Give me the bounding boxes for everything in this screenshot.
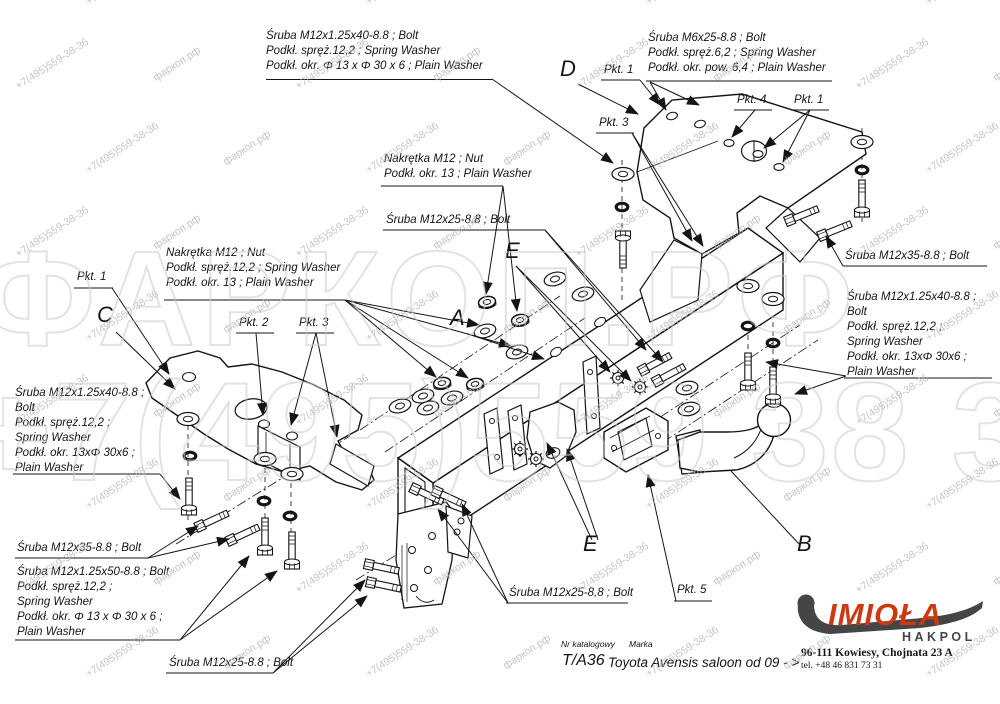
label-underlines <box>13 79 992 674</box>
logo-name: IMIOŁA <box>828 597 943 632</box>
fasteners <box>176 134 874 595</box>
part-letter-a: A <box>450 305 465 330</box>
callout-bolt-m12x40-left-block: Śruba M12x1.25x40-8.8 ;Bolt Podkł. spręż… <box>15 387 145 474</box>
ball-mount-block <box>603 407 669 473</box>
part-letter-d: D <box>560 56 576 81</box>
pkt1-marker-top: Pkt. 1 <box>604 64 634 76</box>
pkt2-marker: Pkt. 2 <box>239 317 269 329</box>
catalog-number-label: Nr katalogowy <box>561 639 615 649</box>
pkt3-marker-left: Pkt. 3 <box>299 317 329 329</box>
bracket-d <box>636 93 867 323</box>
hanger-brackets <box>483 355 601 475</box>
callout-bolt-m12x40-right-block: Śruba M12x1.25x40-8.8 ;Bolt Podkł. spręż… <box>847 291 977 378</box>
pkt4-marker: Pkt. 4 <box>737 94 767 106</box>
callout-bolt-m12x25-bottom: Śruba M12x25-8.8 ; Bolt <box>169 657 294 669</box>
part-letter-e-top: E <box>505 238 520 263</box>
callout-bolt-m12x25-mid: Śruba M12x25-8,8 ; Bolt <box>509 587 634 599</box>
pkt3-marker-top: Pkt. 3 <box>599 117 629 129</box>
part-letter-e-bottom: E <box>583 531 598 556</box>
logo-sub: HAKPOL <box>902 630 976 644</box>
pkt1-marker-left: Pkt. 1 <box>77 271 107 283</box>
catalog-number-value: T/A36 <box>562 652 605 669</box>
part-letter-c: C <box>97 302 113 327</box>
leader-lines <box>111 78 847 674</box>
callout-bolt-m12x35-right: Śruba M12x35-8.8 ; Bolt <box>845 250 970 262</box>
manufacturer-address: 96-111 Kowiesy, Chojnata 23 A <box>801 647 953 659</box>
manufacturer-logo: IMIOŁA HAKPOL <box>797 594 983 644</box>
vehicle-model-value: Toyota Avensis saloon od 09 - > <box>608 655 800 670</box>
brand-label: Marka <box>629 639 653 649</box>
pkt1-marker-right: Pkt. 1 <box>794 94 824 106</box>
manufacturer-phone: tel. +48 46 831 73 31 <box>801 661 883 671</box>
callout-bolt-m12x35-left: Śruba M12x35-8.8 ; Bolt <box>17 542 142 554</box>
hook-swoosh-icon <box>797 601 983 634</box>
bottom-bracket <box>395 501 473 609</box>
part-letter-b: B <box>797 531 812 556</box>
pkt5-marker: Pkt. 5 <box>677 584 707 596</box>
tow-ball <box>675 401 792 475</box>
bracket-c <box>145 350 375 491</box>
callout-bolt-m12x25-top: Śruba M12x25-8.8 ; Bolt <box>386 214 511 226</box>
